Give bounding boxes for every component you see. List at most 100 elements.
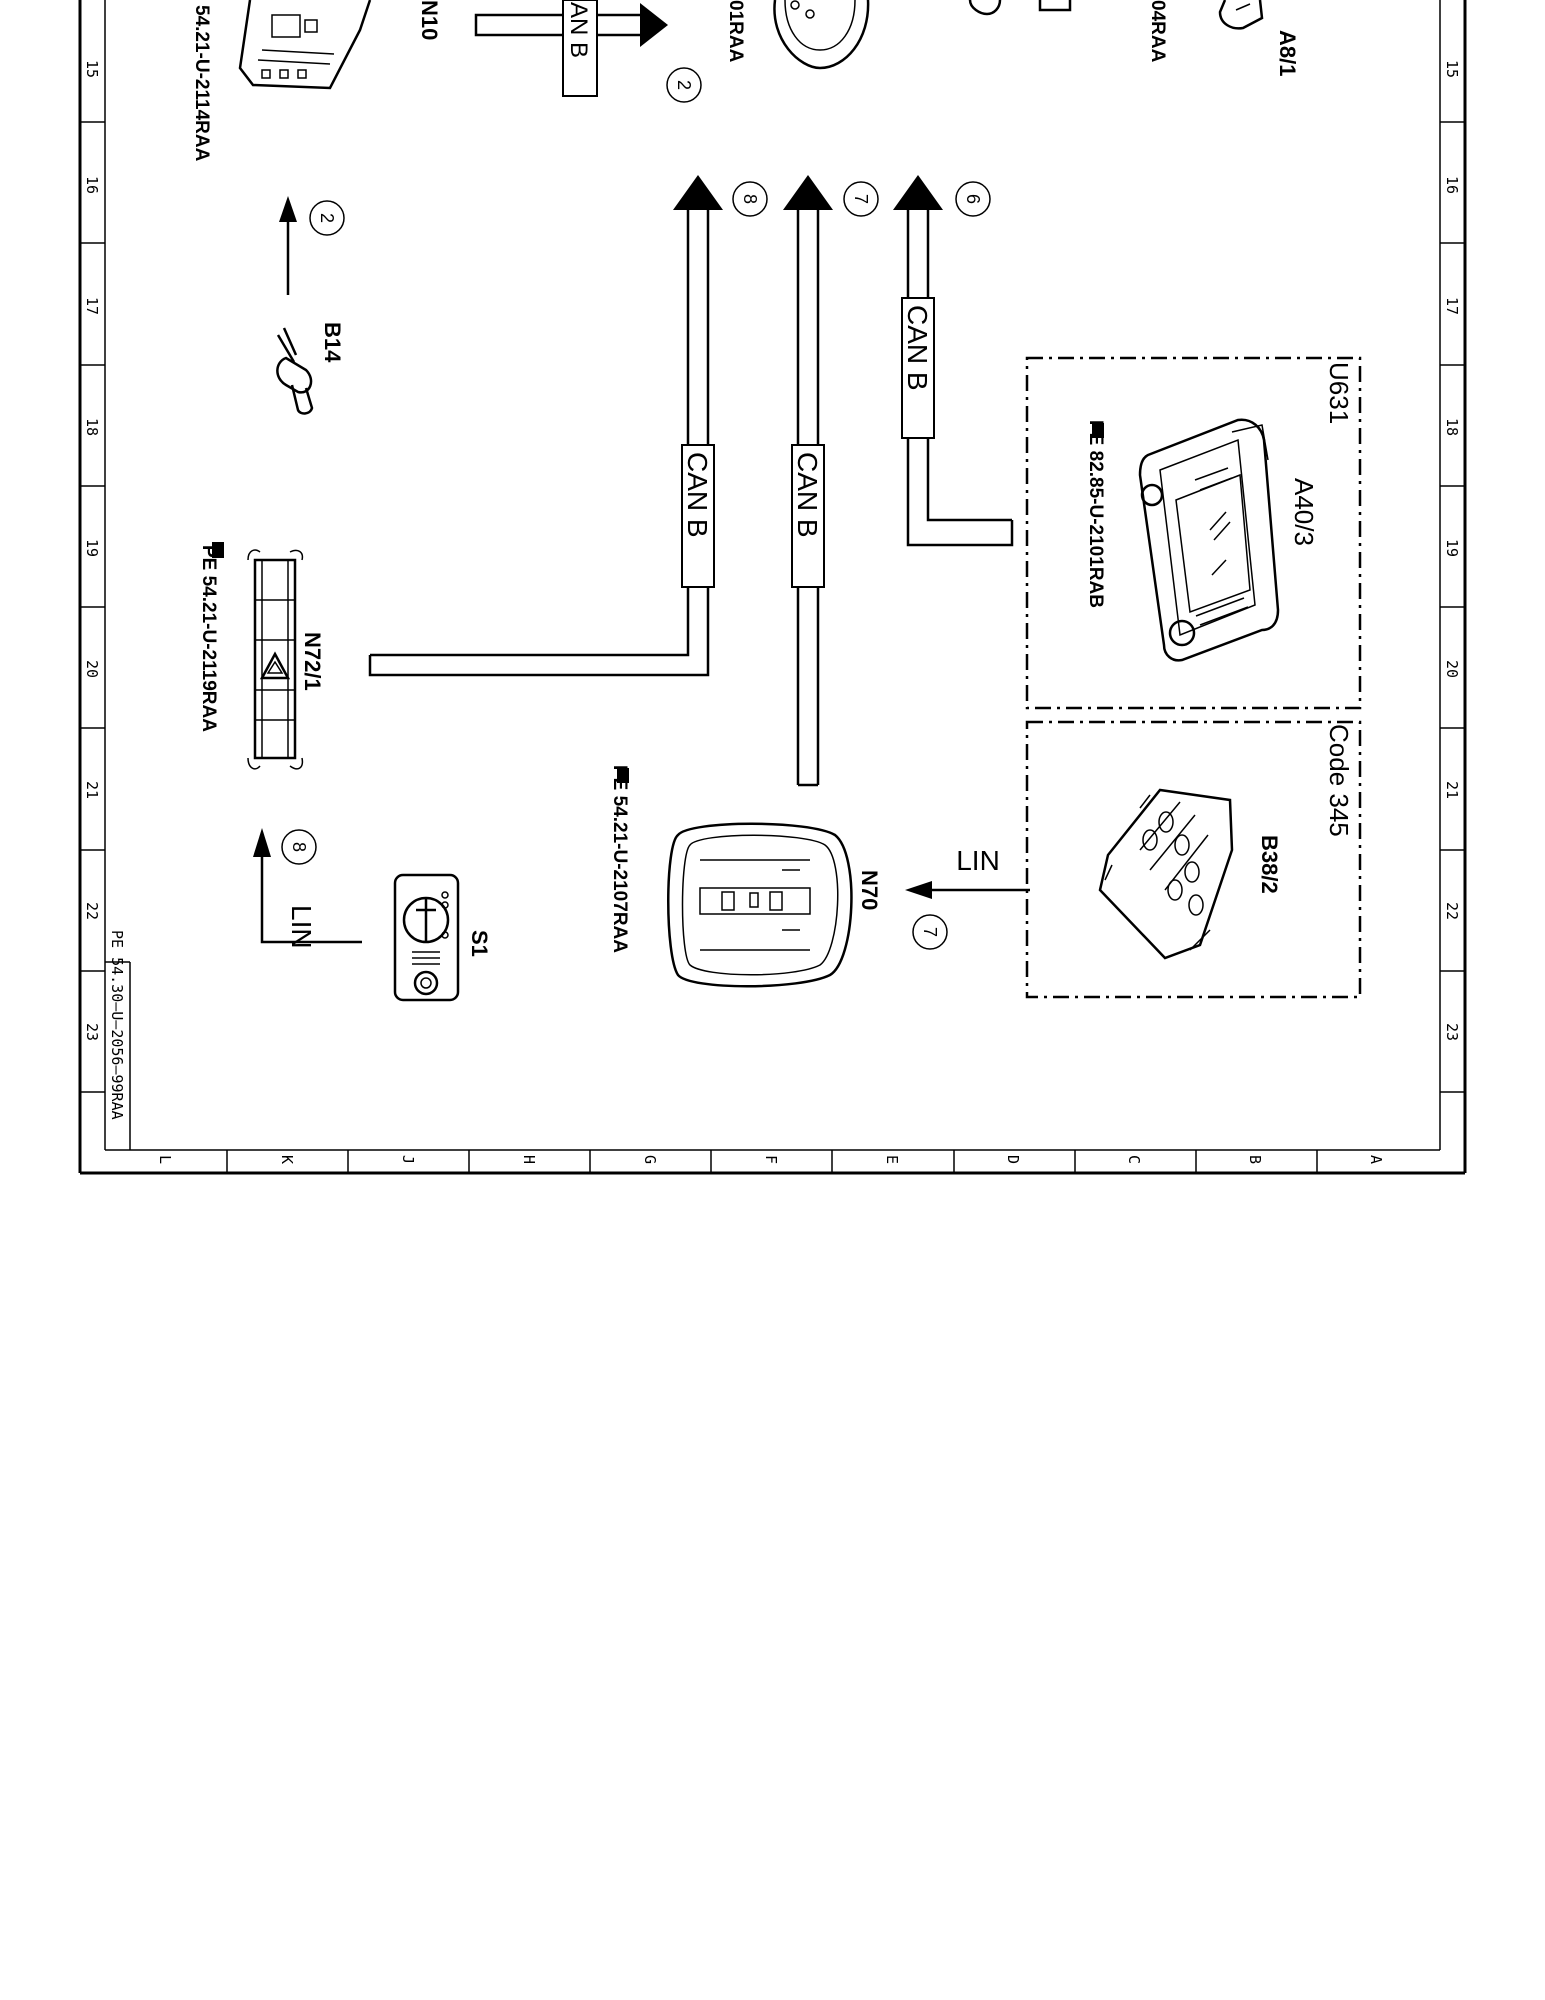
b38-2-lin-line: LIN	[905, 845, 1030, 899]
can-tag-top: AN B	[562, 0, 598, 97]
connector-number: 8	[289, 842, 309, 852]
row-number: 20	[83, 660, 101, 678]
column-letter: G	[641, 1155, 659, 1164]
column-letter: K	[278, 1155, 296, 1164]
b14-label: B14	[320, 322, 345, 363]
row-number: 23	[1443, 1023, 1461, 1041]
column-letter: E	[883, 1155, 901, 1164]
arrow-up-icon	[279, 196, 297, 222]
row-number: 15	[83, 60, 101, 78]
can-tag-7: CAN B	[791, 444, 825, 588]
u631-box: U631	[1025, 356, 1362, 710]
row-number: 22	[83, 902, 101, 920]
code-345-label: Code 345	[1324, 724, 1354, 837]
arrow-up-icon	[673, 175, 723, 210]
lin-label: LIN	[956, 845, 1000, 876]
column-letter: D	[1004, 1155, 1022, 1164]
b38-2-component[interactable]: B38/2	[1098, 788, 1282, 960]
n10-ref: 54.21-U-2114RAA	[191, 5, 212, 162]
connector-8-top: 8	[732, 181, 768, 217]
n72-1-component[interactable]: PE 54.21-U-2119RAA N72/1	[198, 545, 325, 770]
b14-component[interactable]: B14	[276, 322, 345, 415]
a8-1-component[interactable]: 04RAA A8/1	[1147, 0, 1300, 76]
row-number: 16	[1443, 176, 1461, 194]
switch-panel-icon	[247, 549, 304, 770]
can-tag-label: CAN B	[792, 452, 823, 538]
n10-label: N10	[417, 0, 442, 40]
connector-2-left: 2	[279, 196, 345, 295]
column-letter: F	[762, 1155, 780, 1164]
row-number: 19	[83, 539, 101, 557]
arrow-right-icon	[640, 3, 668, 47]
row-number: 23	[83, 1023, 101, 1041]
arrow-up-icon	[783, 175, 833, 210]
row-number: 20	[1443, 660, 1461, 678]
can-tag-top-label: AN B	[565, 2, 592, 58]
arrow-up-icon	[253, 828, 271, 857]
n10-component[interactable]: 54.21-U-2114RAA N10	[191, 0, 442, 162]
column-letter: H	[520, 1155, 538, 1164]
row-number: 19	[1443, 539, 1461, 557]
rain-light-sensor-icon	[1098, 788, 1234, 960]
a8-1-label: A8/1	[1275, 30, 1300, 76]
column-letter: J	[399, 1155, 417, 1164]
connector-8-left: LIN 8	[253, 828, 362, 949]
connector-7-right: 7	[912, 914, 948, 950]
reference-hand-icon	[212, 423, 1104, 783]
control-unit-icon	[238, 0, 372, 90]
a8-1-ref: 04RAA	[1147, 0, 1168, 63]
connector-6-top: 6	[955, 181, 991, 217]
connector-7-top: 7	[843, 181, 879, 217]
row-number: 22	[1443, 902, 1461, 920]
can-tag-6: CAN B	[901, 297, 935, 439]
can-tag-label: CAN B	[682, 452, 713, 538]
overhead-control-panel-icon	[667, 822, 853, 988]
connector-number: 6	[963, 194, 983, 204]
connector-number: 7	[920, 927, 940, 937]
a40-3-component[interactable]: PE 82.85-U-2101RAB A40/3	[1085, 418, 1319, 662]
temperature-sensor-icon	[276, 327, 314, 415]
top-partial-elements	[968, 0, 1072, 16]
row-ticks-right	[1440, 121, 1465, 1093]
s1-label: S1	[467, 930, 492, 957]
u631-label: U631	[1324, 362, 1354, 424]
can-tag-label: CAN B	[902, 305, 933, 391]
drawing-frame	[78, 0, 1467, 1175]
n70-label: N70	[857, 870, 882, 910]
light-switch-icon	[393, 873, 460, 1002]
n70-component[interactable]: PE 54.21-U-2107RAA N70	[609, 765, 882, 988]
row-number: 21	[1443, 781, 1461, 799]
column-letter: L	[156, 1155, 174, 1164]
column-letter: C	[1125, 1155, 1143, 1164]
connector-number: 8	[740, 194, 760, 204]
row-number: 17	[1443, 297, 1461, 315]
row-ticks-left	[80, 121, 105, 1093]
lin-label: LIN	[286, 905, 317, 949]
b38-2-label: B38/2	[1257, 835, 1282, 894]
connector-number: 7	[851, 194, 871, 204]
row-number: 16	[83, 176, 101, 194]
top-ref-fragment: 01RAA	[725, 0, 746, 63]
footer-reference: PE 54.30–U–2056–99RAA	[108, 930, 126, 1120]
n72-1-ref: PE 54.21-U-2119RAA	[198, 545, 219, 732]
n72-1-label: N72/1	[300, 632, 325, 691]
connector-number: 2	[674, 80, 694, 90]
sensor-icon	[1218, 0, 1264, 30]
code-345-box: Code 345	[1025, 720, 1362, 999]
a40-3-label: A40/3	[1289, 478, 1319, 546]
connector-2-top: 2	[666, 67, 702, 103]
column-letter: A	[1367, 1155, 1385, 1164]
s1-component[interactable]: S1	[393, 873, 492, 1002]
row-number: 15	[1443, 60, 1461, 78]
instrument-cluster-fragment: 01RAA	[725, 0, 870, 70]
row-numbers-left: 15 16 17 18 19 20 21 22 23	[83, 60, 101, 1041]
row-numbers-right: 15 16 17 18 19 20 21 22 23	[1443, 60, 1461, 1041]
arrow-left-icon	[905, 881, 932, 899]
row-number: 18	[1443, 418, 1461, 436]
row-number: 17	[83, 297, 101, 315]
row-number: 21	[83, 781, 101, 799]
column-letter: B	[1246, 1155, 1264, 1164]
arrow-up-icon	[893, 175, 943, 210]
can-tag-8: CAN B	[681, 444, 715, 588]
